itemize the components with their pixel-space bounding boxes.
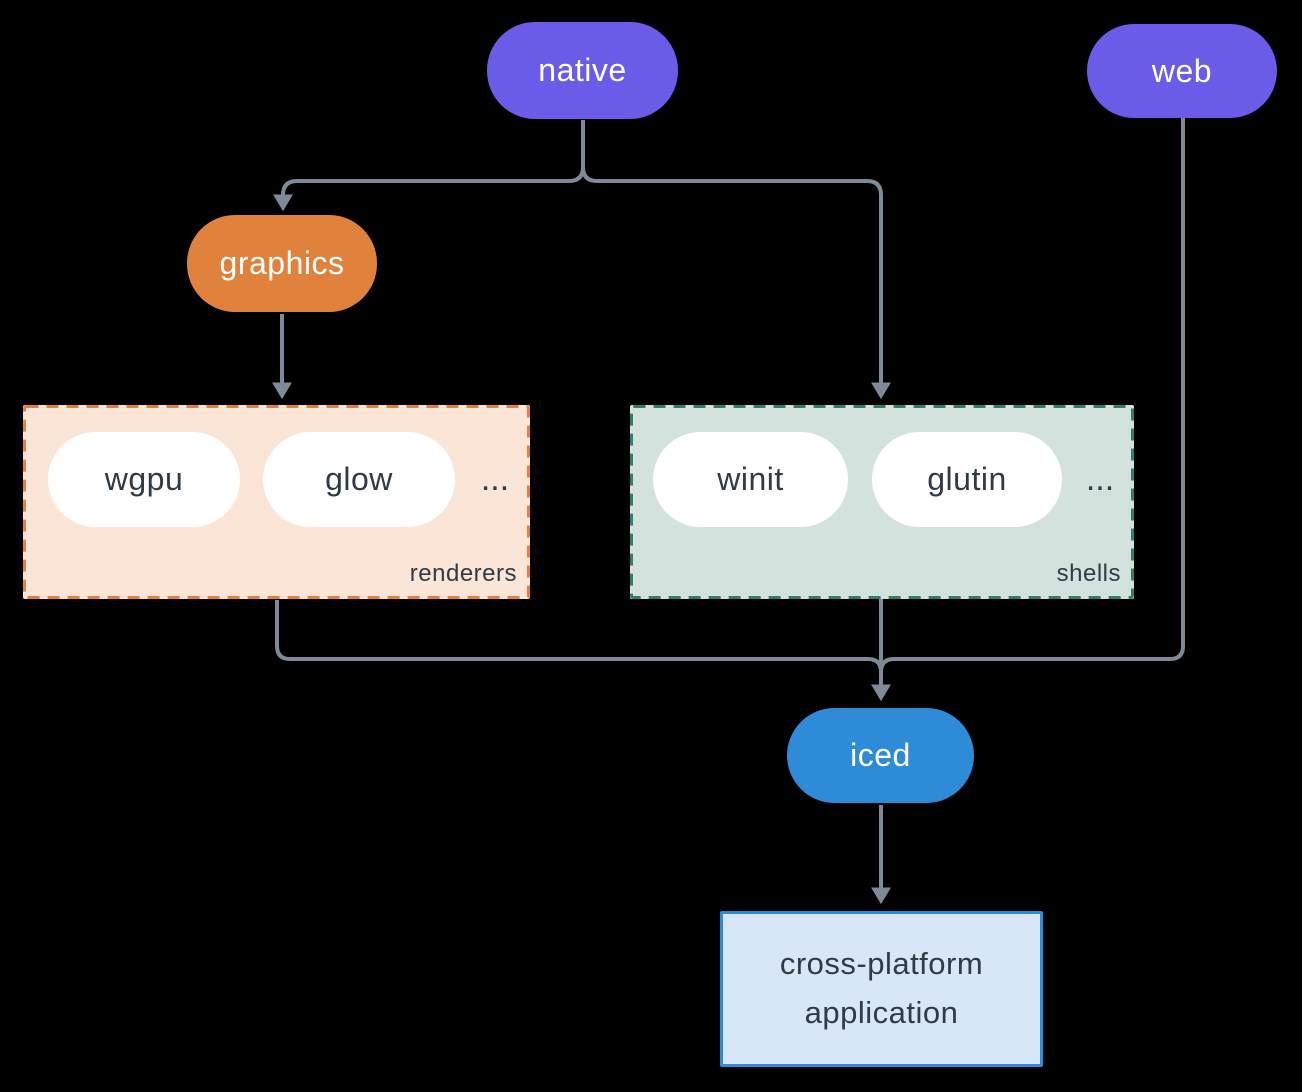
edge-native-to-graphics [273,166,585,212]
renderers-ellipsis: ... [480,460,510,498]
shells-ellipsis: ... [1085,460,1115,498]
edge-native-to-shells [581,166,891,400]
application-label-line2: application [804,995,959,1030]
node-iced: iced [787,708,974,803]
group-renderers-label: renderers [409,560,517,587]
node-glutin: glutin [872,432,1062,527]
edge-renderers-to-merge [275,600,883,673]
node-web: web [1087,24,1277,118]
node-native: native [487,22,678,119]
node-graphics: graphics [187,215,377,312]
node-wgpu: wgpu [48,432,240,527]
node-winit: winit [653,432,848,527]
node-glow: glow [263,432,455,527]
group-shells-label: shells [1056,560,1121,587]
node-cross-platform-application: cross-platform application [720,911,1043,1067]
application-label-line1: cross-platform [779,946,984,982]
